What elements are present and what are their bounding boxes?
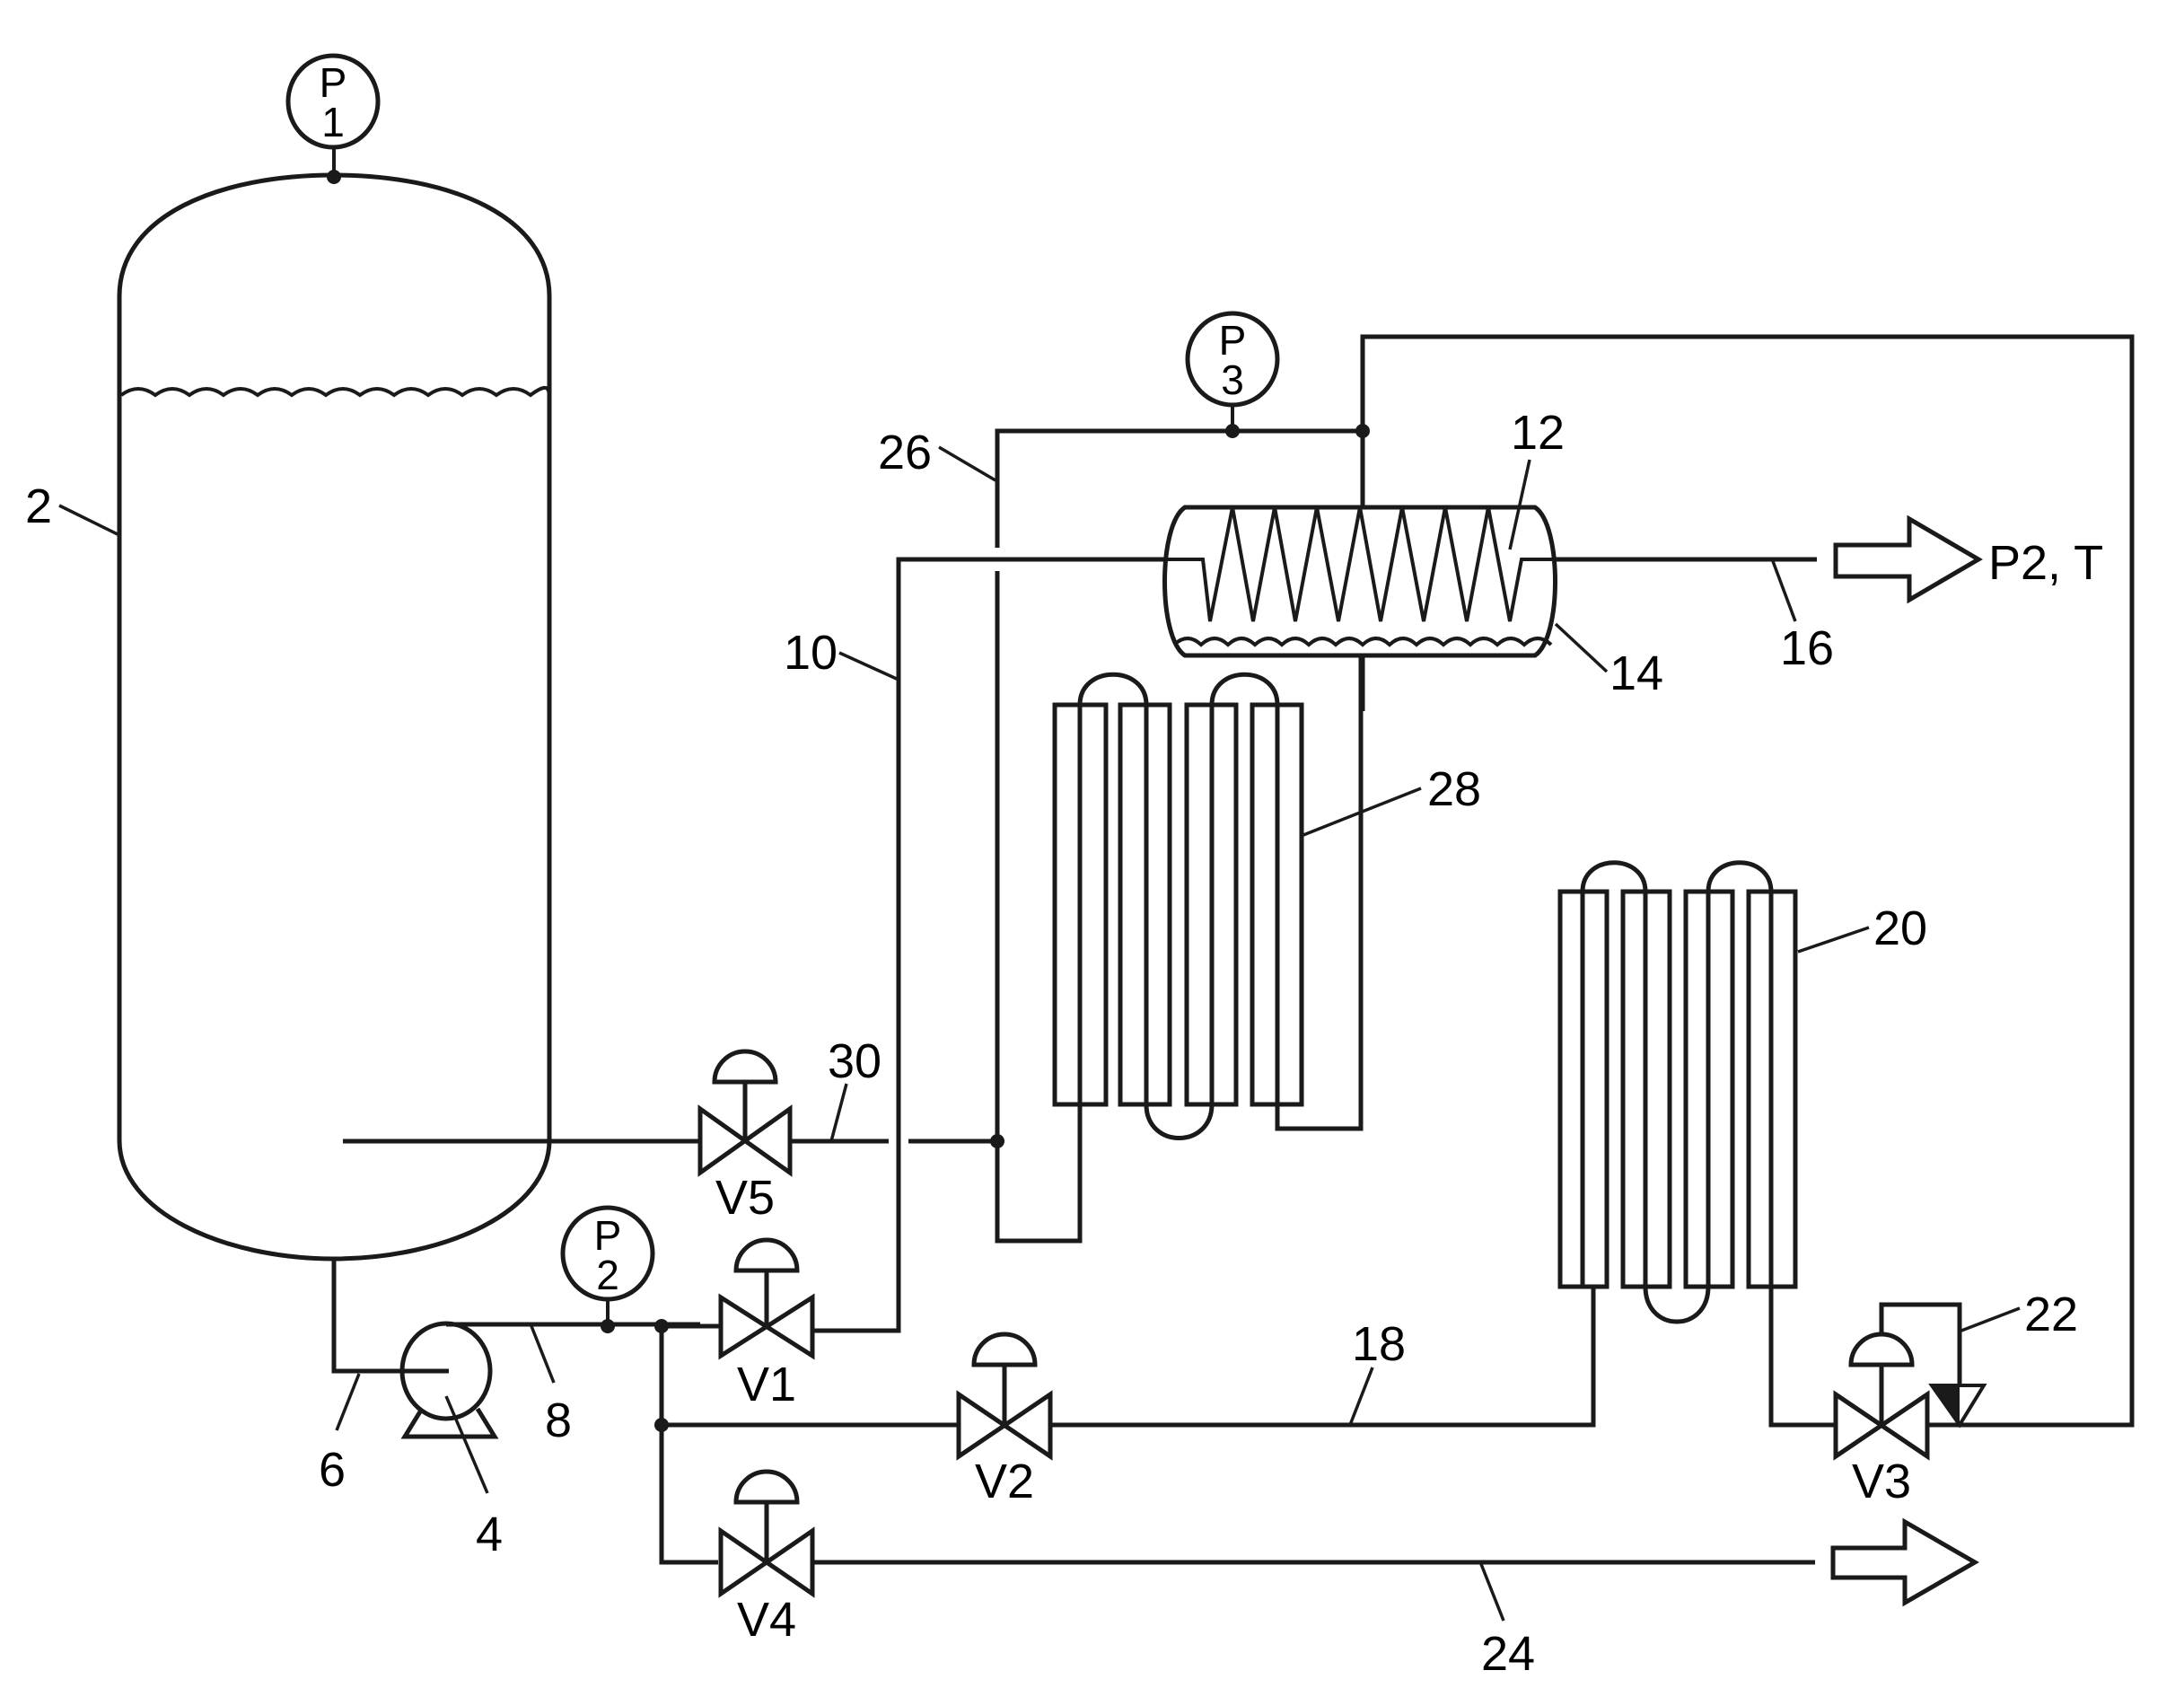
label-vessel-14: 14	[1609, 646, 1663, 700]
label-line-6: 6	[319, 1443, 346, 1497]
vessel-liquid-level	[1172, 637, 1553, 647]
label-regulator-22: 22	[2024, 1288, 2078, 1341]
label-coil-12: 12	[1511, 406, 1565, 460]
line-10	[662, 557, 1165, 1333]
label-heater-28: 28	[1427, 762, 1481, 816]
valve-v4[interactable]: V4	[718, 1469, 815, 1647]
vaporizer-vessel-14	[1162, 505, 1557, 658]
valve-v1-label: V1	[737, 1358, 796, 1411]
pressure-gauge-p2: P 2	[560, 1205, 655, 1333]
p2-letter: P	[594, 1212, 622, 1259]
p2-number: 2	[596, 1252, 619, 1298]
tank-liquid-level	[119, 385, 550, 398]
label-line-30: 30	[828, 1034, 881, 1088]
label-heater-20: 20	[1873, 901, 1927, 955]
product-arrow	[1833, 514, 1983, 604]
product-output-label: P2, T	[1988, 536, 2103, 590]
discharge-arrow	[1830, 1517, 1980, 1607]
label-line-26: 26	[878, 426, 932, 479]
p1-number: 1	[321, 99, 345, 145]
label-line-16: 16	[1780, 621, 1834, 675]
pressure-gauge-p1: P 1	[285, 53, 381, 184]
label-tank: 2	[25, 479, 52, 533]
pump: 4	[399, 1321, 503, 1561]
pressure-regulator-22	[1879, 1302, 1987, 1429]
p1-letter: P	[320, 59, 347, 106]
valve-v4-label: V4	[737, 1593, 796, 1647]
label-line-18: 18	[1352, 1317, 1406, 1371]
line-26	[995, 428, 1363, 1244]
label-line-8: 8	[545, 1393, 572, 1447]
p3-number: 3	[1221, 356, 1244, 403]
valve-v1[interactable]: V1	[718, 1237, 815, 1411]
p3-letter: P	[1219, 317, 1247, 364]
storage-tank	[117, 172, 552, 1262]
valve-v3-label: V3	[1852, 1455, 1911, 1508]
heater-20	[1557, 860, 1836, 1428]
valve-v2-label: V2	[975, 1455, 1034, 1508]
valve-v3[interactable]: V3	[1833, 1332, 1930, 1508]
heating-coil-12	[1165, 506, 1553, 622]
heater-28	[1052, 655, 1364, 1140]
pressure-gauge-p3: P 3	[1185, 311, 1280, 431]
label-line-24: 24	[1481, 1627, 1535, 1681]
label-line-10: 10	[784, 626, 838, 680]
valve-v2[interactable]: V2	[956, 1332, 1053, 1508]
valve-v5-label: V5	[715, 1171, 775, 1225]
line-6	[331, 1259, 449, 1374]
valve-v5[interactable]: V5	[697, 1049, 793, 1225]
label-pump: 4	[476, 1508, 503, 1561]
line-18	[662, 1287, 1596, 1428]
return-line	[1360, 334, 2135, 1428]
